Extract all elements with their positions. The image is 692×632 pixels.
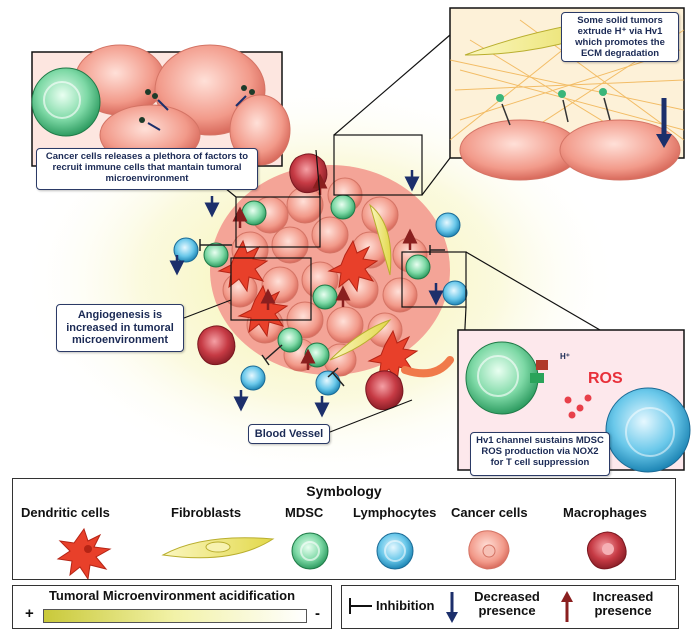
legend-label-macrophages: Macrophages bbox=[563, 505, 647, 520]
callout-mdsc-ros: Hv1 channel sustains MDSC ROS production… bbox=[470, 432, 610, 476]
callout-blood-vessel-text: Blood Vessel bbox=[254, 428, 324, 440]
acidification-minus: - bbox=[315, 605, 320, 622]
legend-label-lymphocytes: Lymphocytes bbox=[353, 505, 437, 520]
callout-ecm-degradation: Some solid tumors extrude H⁺ via Hv1 whi… bbox=[561, 12, 679, 62]
decreased-arrows bbox=[169, 170, 444, 418]
acidification-gradient-bar bbox=[43, 609, 307, 623]
angiogenesis-pointer bbox=[183, 299, 232, 319]
decreased-arrow-icon bbox=[446, 592, 458, 623]
macrophage-icon bbox=[586, 531, 627, 570]
callout-ecm-degradation-text: Some solid tumors extrude H⁺ via Hv1 whi… bbox=[575, 15, 665, 59]
inhibition-symbols bbox=[199, 239, 445, 387]
key-symbols bbox=[349, 591, 573, 623]
callout-angiogenesis-text: Angiogenesis is increased in tumoral mic… bbox=[66, 309, 174, 347]
proton-label: H⁺ bbox=[560, 352, 570, 361]
dendritic-cell-icon bbox=[56, 527, 112, 579]
lymphocyte-icon bbox=[376, 532, 414, 570]
mdsc-icon bbox=[291, 532, 329, 570]
key-increased-label: Increased presence bbox=[592, 589, 654, 619]
legend-icons bbox=[56, 527, 627, 579]
callout-angiogenesis: Angiogenesis is increased in tumoral mic… bbox=[56, 304, 184, 352]
mdsc-cells bbox=[203, 194, 431, 368]
key-decreased-label: Decreased presence bbox=[474, 589, 540, 619]
callout-mdsc-ros-text: Hv1 channel sustains MDSC ROS production… bbox=[476, 435, 604, 468]
zoom-frames bbox=[197, 34, 601, 471]
arrow-key-legend: Inhibition Decreased presence Increased … bbox=[341, 585, 679, 629]
cancer-cell-icon bbox=[468, 530, 510, 570]
callout-cancer-recruit-text: Cancer cells releases a plethora of fact… bbox=[45, 151, 249, 184]
acidification-plus: + bbox=[25, 605, 34, 622]
acidification-scale: Tumoral Microenvironment acidification +… bbox=[12, 585, 332, 629]
legend-label-cancer: Cancer cells bbox=[451, 505, 528, 520]
legend-title: Symbology bbox=[306, 483, 382, 499]
blood-vessel-pointer bbox=[329, 399, 413, 433]
inset-cancer-recruit bbox=[31, 44, 291, 167]
key-inhibition-label: Inhibition bbox=[376, 598, 435, 613]
symbology-legend: Symbology Dendritic cells Fibroblasts MD… bbox=[12, 478, 676, 580]
inhibition-symbol-icon bbox=[349, 598, 372, 614]
ros-label: ROS bbox=[588, 370, 623, 387]
fibroblast-icon bbox=[161, 537, 275, 559]
callout-cancer-recruit: Cancer cells releases a plethora of fact… bbox=[36, 148, 258, 190]
acidification-title: Tumoral Microenvironment acidification bbox=[48, 588, 296, 603]
legend-label-dendritic: Dendritic cells bbox=[21, 505, 110, 520]
increased-arrow-icon bbox=[561, 591, 573, 622]
legend-label-fibroblasts: Fibroblasts bbox=[171, 505, 242, 520]
legend-label-mdsc: MDSC bbox=[285, 505, 324, 520]
callout-blood-vessel: Blood Vessel bbox=[248, 424, 330, 444]
